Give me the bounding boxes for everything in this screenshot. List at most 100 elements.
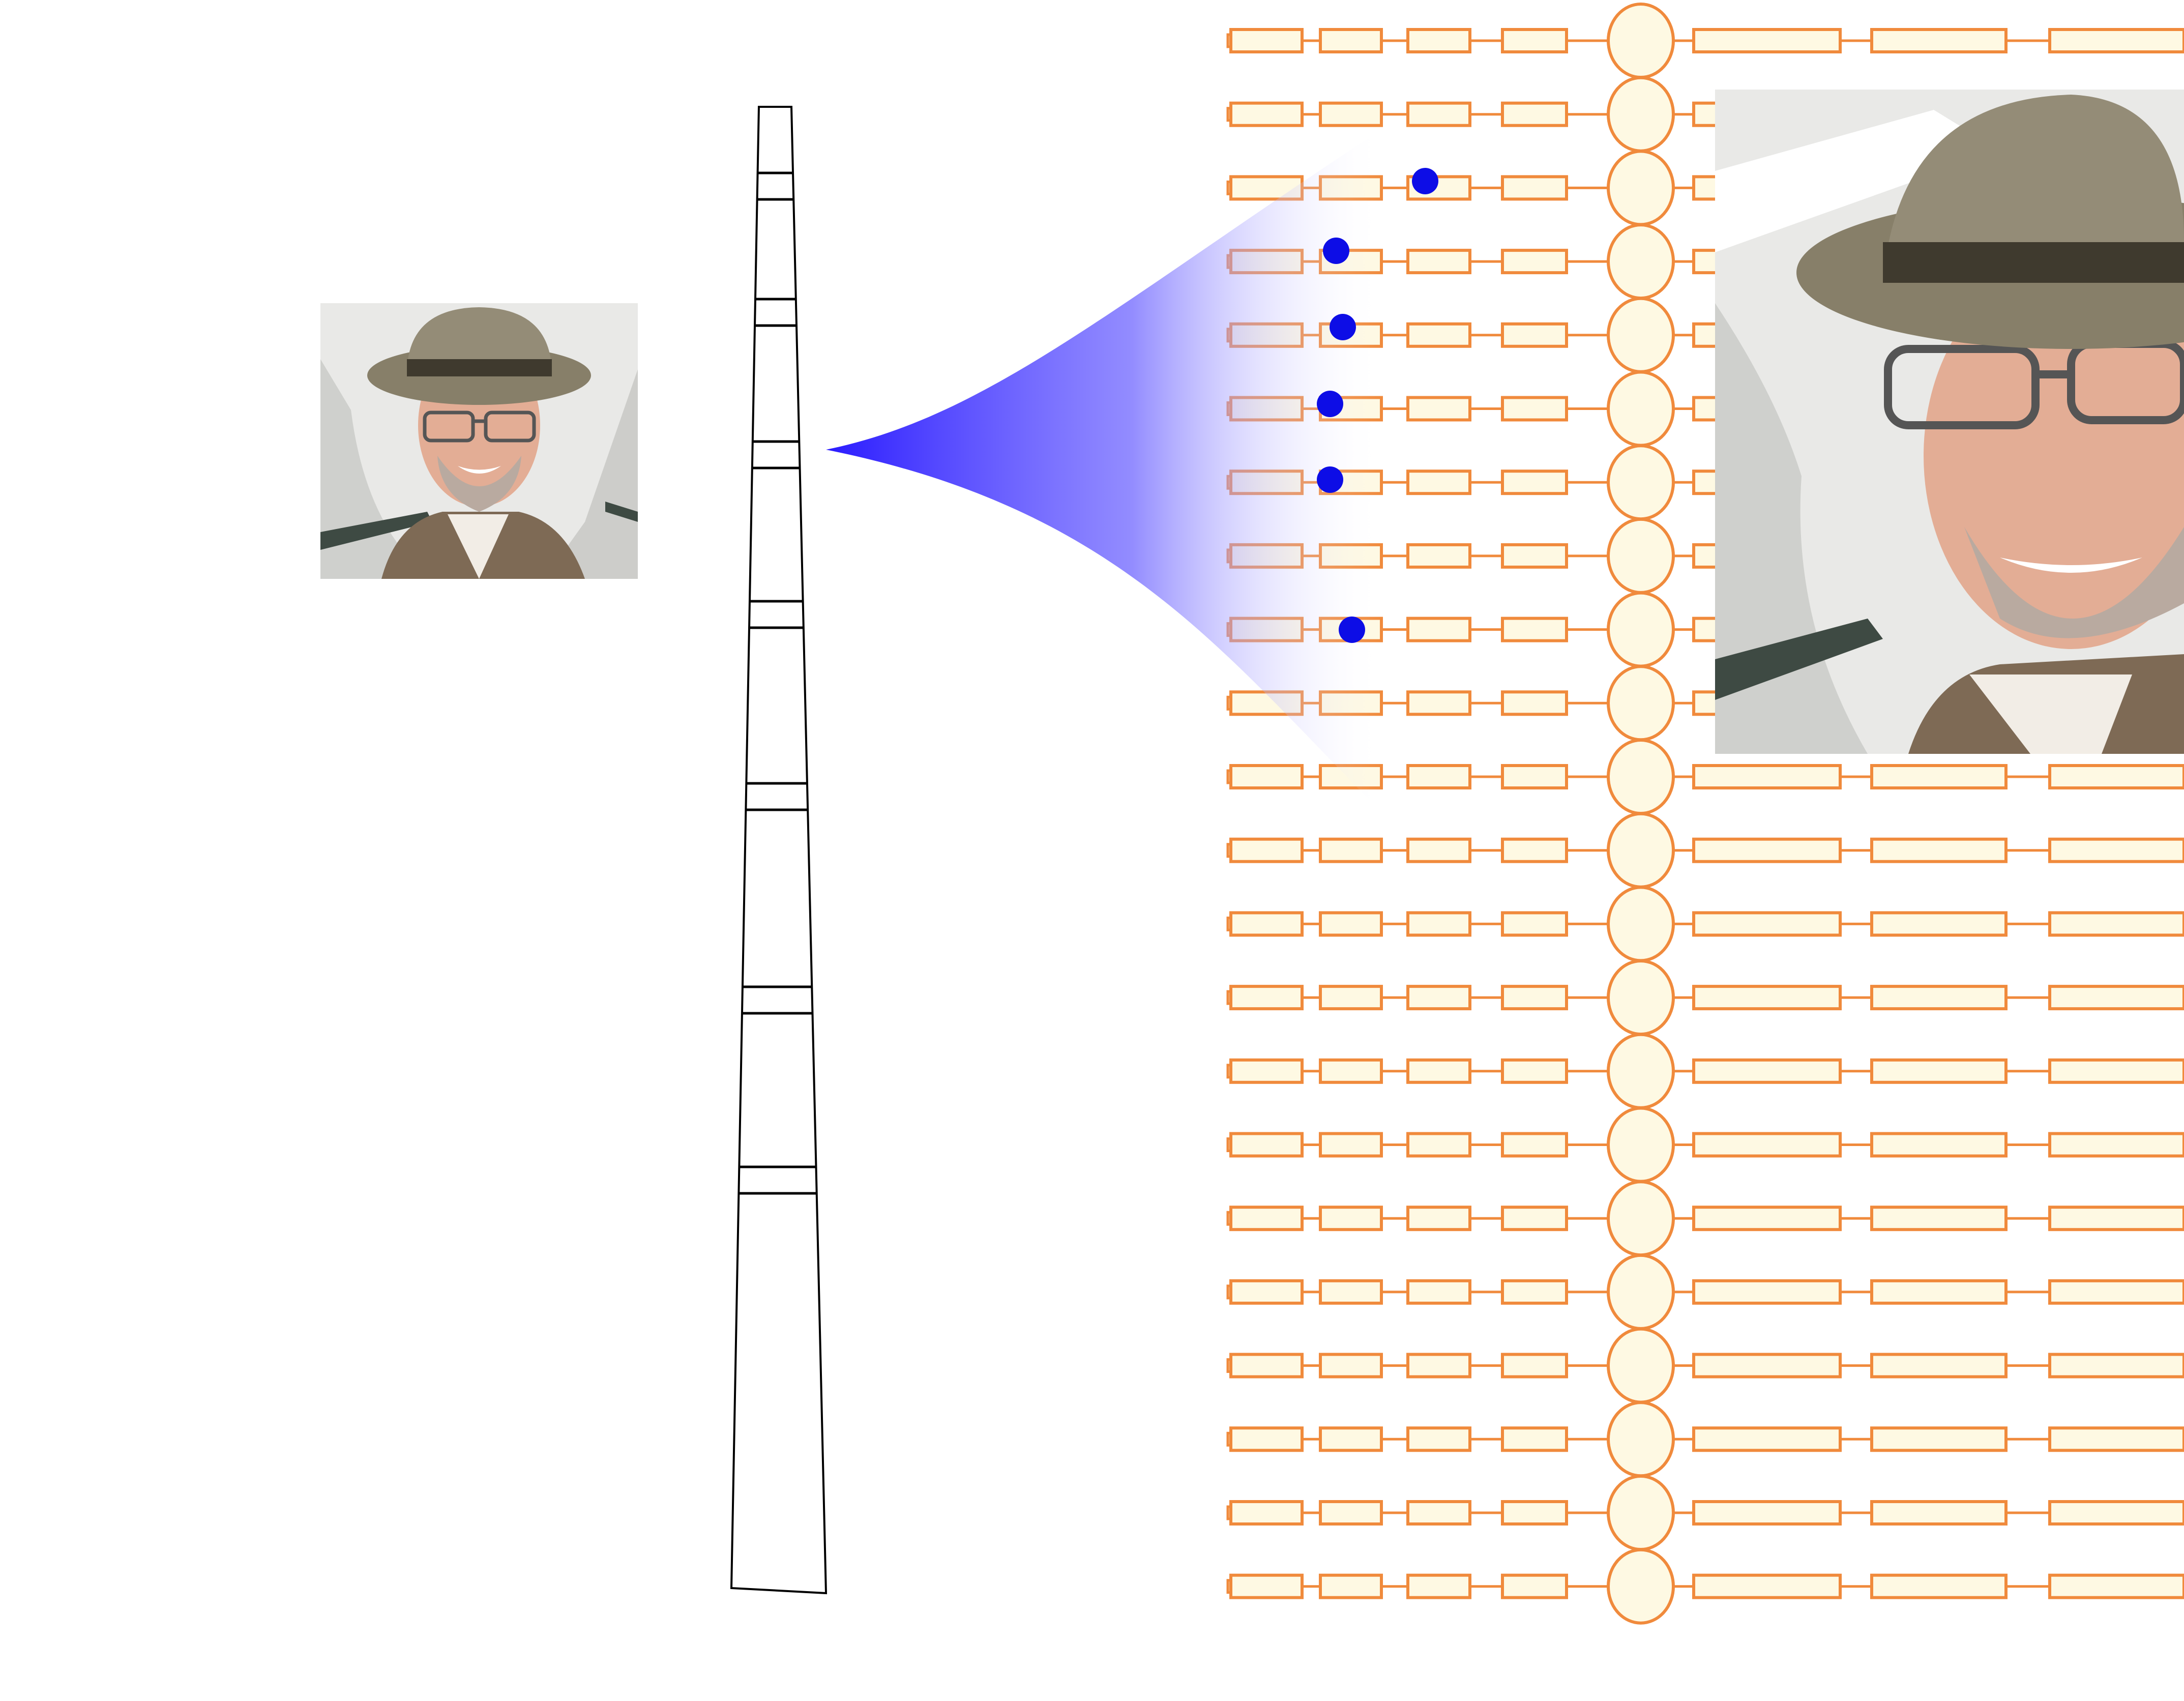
marker-dot: [1323, 238, 1349, 264]
segment-chamber: [1870, 1206, 2008, 1231]
segment-chamber: [1692, 1573, 1842, 1599]
segment-chamber: [1229, 1573, 1304, 1599]
grid-row: [1226, 1253, 2184, 1330]
grid-row: [1226, 1033, 2184, 1109]
segment-chamber: [1406, 1353, 1471, 1379]
junction-node: [1607, 1475, 1675, 1551]
segment-chamber: [1501, 101, 1568, 127]
segment-chamber: [1692, 1132, 1842, 1158]
junction-node: [1607, 1033, 1675, 1109]
junction-node: [1607, 739, 1675, 815]
projection-funnel: [826, 128, 1383, 814]
junction-node: [1607, 1180, 1675, 1257]
segment-chamber: [1319, 911, 1383, 937]
segment-chamber: [2048, 1353, 2184, 1379]
segment-chamber: [1229, 101, 1304, 127]
segment-chamber: [1229, 1279, 1304, 1305]
segment-chamber: [1501, 1058, 1568, 1084]
junction-node: [1607, 959, 1675, 1036]
highlight-markers: [1317, 168, 1438, 643]
segment-chamber: [1406, 249, 1471, 275]
segment-chamber: [1692, 1206, 1842, 1231]
grid-row: [1226, 739, 2184, 815]
column-outline: [730, 106, 828, 1595]
segment-chamber: [2048, 1058, 2184, 1084]
segment-chamber: [1229, 764, 1304, 789]
marker-dot: [1317, 391, 1343, 417]
junction-node: [1607, 591, 1675, 668]
segment-chamber: [1319, 837, 1383, 863]
portrait-photo-icon: [320, 257, 638, 579]
segment-chamber: [1501, 322, 1568, 348]
segment-chamber: [1229, 1132, 1304, 1158]
junction-node: [1607, 517, 1675, 594]
grid-row: [1226, 886, 2184, 962]
segment-chamber: [1501, 1500, 1568, 1526]
segment-chamber: [1406, 690, 1471, 716]
segment-chamber: [1406, 470, 1471, 495]
segment-chamber: [1501, 1132, 1568, 1158]
segment-chamber: [1692, 1500, 1842, 1526]
junction-node: [1607, 1327, 1675, 1404]
segment-chamber: [2048, 1573, 2184, 1599]
segment-chamber: [1692, 1353, 1842, 1379]
segment-chamber: [1229, 985, 1304, 1011]
tapered-column: [730, 106, 828, 1595]
segment-chamber: [2048, 837, 2184, 863]
grid-row: [1226, 1327, 2184, 1404]
segment-chamber: [1501, 396, 1568, 422]
segment-chamber: [1319, 28, 1383, 53]
segment-chamber: [2048, 1279, 2184, 1305]
segment-chamber: [1501, 690, 1568, 716]
segment-chamber: [1501, 175, 1568, 201]
segment-chamber: [1870, 28, 2008, 53]
segment-chamber: [1692, 985, 1842, 1011]
segment-chamber: [2048, 911, 2184, 937]
segment-chamber: [1406, 911, 1471, 937]
segment-chamber: [1870, 985, 2008, 1011]
segment-chamber: [1229, 1206, 1304, 1231]
segment-chamber: [1692, 911, 1842, 937]
marker-dot: [1412, 168, 1438, 194]
segment-chamber: [1501, 985, 1568, 1011]
segment-chamber: [1501, 249, 1568, 275]
grid-row: [1226, 959, 2184, 1036]
segment-chamber: [1501, 617, 1568, 642]
segment-chamber: [1870, 1500, 2008, 1526]
segment-chamber: [1870, 911, 2008, 937]
segment-chamber: [1319, 1206, 1383, 1231]
segment-chamber: [2048, 985, 2184, 1011]
segment-chamber: [1319, 1279, 1383, 1305]
segment-chamber: [1319, 101, 1383, 127]
marker-dot: [1330, 314, 1356, 340]
segment-chamber: [1406, 1132, 1471, 1158]
junction-node: [1607, 3, 1675, 79]
segment-chamber: [1229, 911, 1304, 937]
segment-chamber: [1229, 1500, 1304, 1526]
segment-chamber: [1501, 1426, 1568, 1452]
segment-chamber: [1406, 1426, 1471, 1452]
segment-chamber: [1870, 837, 2008, 863]
segment-chamber: [1501, 837, 1568, 863]
junction-node: [1607, 297, 1675, 373]
segment-chamber: [1692, 764, 1842, 789]
segment-chamber: [1319, 1500, 1383, 1526]
junction-node: [1607, 370, 1675, 447]
segment-chamber: [1229, 28, 1304, 53]
segment-chamber: [1406, 1058, 1471, 1084]
junction-node: [1607, 1401, 1675, 1478]
grid-row: [1226, 1475, 2184, 1551]
grid-row: [1226, 1401, 2184, 1478]
segment-chamber: [1406, 837, 1471, 863]
segment-chamber: [2048, 1132, 2184, 1158]
portrait-photo-icon: [1715, 90, 2184, 754]
marker-dot: [1317, 466, 1343, 493]
segment-chamber: [1406, 764, 1471, 789]
segment-chamber: [1501, 470, 1568, 495]
grid-row: [1226, 1180, 2184, 1257]
segment-chamber: [1319, 985, 1383, 1011]
junction-node: [1607, 886, 1675, 962]
segment-chamber: [1319, 1058, 1383, 1084]
segment-chamber: [2048, 1426, 2184, 1452]
